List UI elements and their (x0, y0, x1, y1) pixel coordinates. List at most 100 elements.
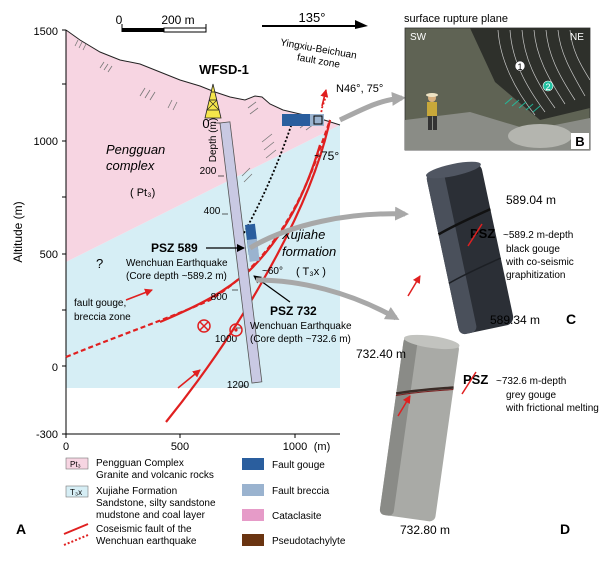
gouge-zone-label-1: fault gouge, (74, 298, 126, 309)
pengguan-symbol: ( Pt₃) (130, 187, 155, 199)
legend-swatch-pt3 (65, 457, 89, 470)
marker-1: 1 (517, 62, 522, 72)
direction-label: 135° (299, 10, 326, 25)
depth-tick-0: 0 (202, 116, 209, 131)
panel-c-label: C (566, 311, 576, 327)
legend-swatch-cataclasite (242, 509, 264, 521)
legend-pt3-line2: Granite and volcanic rocks (96, 470, 214, 481)
psz732-line2: (Core depth ~732.6 m) (250, 334, 351, 345)
core-589-photo (425, 161, 514, 335)
depth-tick-400: 400 (204, 206, 221, 217)
legend-t3x-symbol: T₃x (70, 488, 82, 497)
panel-d: 732.40 m PSZ ~732.6 m-depth grey gouge w… (356, 334, 599, 537)
legend-swatch-pseudotachylyte (242, 534, 264, 546)
legend-pseudotachylyte: Pseudotachylyte (272, 536, 346, 547)
y-tick-500: 500 (40, 249, 58, 261)
into-page-symbol (197, 319, 211, 333)
pengguan-label-1: Pengguan (106, 142, 165, 157)
marker-1-circle (514, 60, 526, 72)
legend-fault-line1: Coseismic fault of the (96, 524, 192, 535)
core-732-psz-marker (461, 371, 477, 395)
psz589-line2: (Core depth ~589.2 m) (126, 271, 227, 282)
psz589-line1: Wenchuan Earthquake (126, 258, 228, 269)
fault-zone-strip (282, 114, 318, 126)
pengguan-label-2: complex (106, 158, 155, 173)
depth-tick-1000: 1000 (215, 334, 238, 345)
fault-orientation: N46°, 75° (336, 83, 383, 95)
core-589-top: 589.04 m (506, 193, 556, 207)
core-732-psz: PSZ (463, 372, 488, 387)
y-tick-minus300: -300 (36, 429, 58, 441)
panel-b-label-box (571, 133, 589, 149)
core-589-psz: PSZ (470, 226, 495, 241)
x-axis-unit: (m) (314, 441, 331, 453)
legend-breccia: Fault breccia (272, 486, 330, 497)
psz732-title: PSZ 732 (270, 304, 317, 318)
motion-arrow-left (125, 288, 153, 301)
legend-swatch-breccia (242, 484, 264, 496)
legend-gouge: Fault gouge (272, 460, 325, 471)
psz589-title: PSZ 589 (151, 241, 198, 255)
core-589-psz-marker (467, 223, 483, 247)
legend-t3x-line3: mudstone and coal layer (96, 510, 206, 521)
legend: Pt₃ Pengguan Complex Granite and volcani… (63, 457, 346, 547)
legend-fault-line2: Wenchuan earthquake (96, 536, 197, 547)
depth-tick-800: 800 (211, 292, 228, 303)
xujiahe-area (66, 125, 340, 388)
core-732-photo (379, 334, 460, 522)
legend-pt3-symbol: Pt₃ (70, 460, 81, 469)
core-589-depth: ~589.2 m-depth (503, 230, 573, 241)
y-tick-0: 0 (52, 362, 58, 374)
xujiahe-label-2: formation (282, 244, 336, 259)
core-589-desc1: black gouge (506, 244, 560, 255)
core-589-desc3: graphitization (506, 270, 565, 281)
person-figure (426, 93, 438, 130)
motion-arrow-lower (177, 369, 201, 389)
marker-2: 2 (545, 82, 550, 92)
panel-b: surface rupture plane (404, 13, 591, 151)
y-axis-label: Altitude (m) (11, 201, 25, 262)
dip-lower: ~60° (262, 266, 283, 277)
y-tick-1000: 1000 (34, 136, 58, 148)
drill-rig-icon (204, 83, 222, 119)
arrow-to-panel-b (338, 91, 406, 123)
core-732-depth: ~732.6 m-depth (496, 376, 566, 387)
marker-2-circle (542, 80, 554, 92)
legend-t3x-line1: Xujiahe Formation (96, 486, 177, 497)
depth-tick-200: 200 (200, 166, 217, 177)
scale-bar: 0 200 m (116, 13, 207, 33)
core-732-desc2: with frictional melting (505, 403, 599, 414)
legend-fault-solid (63, 523, 89, 535)
core-732-motion-arrow (397, 395, 411, 417)
legend-t3x-line2: Sandstone, silty sandstone (96, 498, 216, 509)
legend-pt3-line1: Pengguan Complex (96, 458, 184, 469)
x-tick-500: 500 (171, 441, 189, 453)
borehole-name: WFSD-1 (199, 62, 249, 77)
core-589-desc2: with co-seismic (505, 257, 574, 268)
panel-b-sw: SW (410, 32, 427, 43)
scale-bar-distance: 200 m (161, 13, 194, 27)
core-732-bottom: 732.80 m (400, 523, 450, 537)
panel-a-label: A (16, 521, 26, 537)
x-tick-1000: 1000 (283, 441, 307, 453)
panel-b-title: surface rupture plane (404, 13, 508, 25)
panel-d-label: D (560, 521, 570, 537)
core-589-motion-arrow (407, 275, 421, 297)
legend-swatch-t3x (65, 485, 89, 498)
core-732-top: 732.40 m (356, 347, 406, 361)
y-tick-1500: 1500 (34, 26, 58, 38)
xujiahe-symbol: ( T₃x ) (296, 266, 326, 278)
y-axis-ticks (62, 29, 66, 435)
core-589-bottom: 589.34 m (490, 313, 540, 327)
panel-b-label: B (575, 134, 584, 149)
fault-589-line-solid (159, 144, 322, 324)
x-axis-ticks (65, 434, 296, 438)
pengguan-area (66, 30, 340, 262)
motion-arrow-top (320, 89, 329, 107)
psz732-line1: Wenchuan Earthquake (250, 321, 352, 332)
core-732-desc1: grey gouge (506, 390, 556, 401)
legend-cataclasite: Cataclasite (272, 511, 322, 522)
gouge-zone-label-2: breccia zone (74, 312, 131, 323)
